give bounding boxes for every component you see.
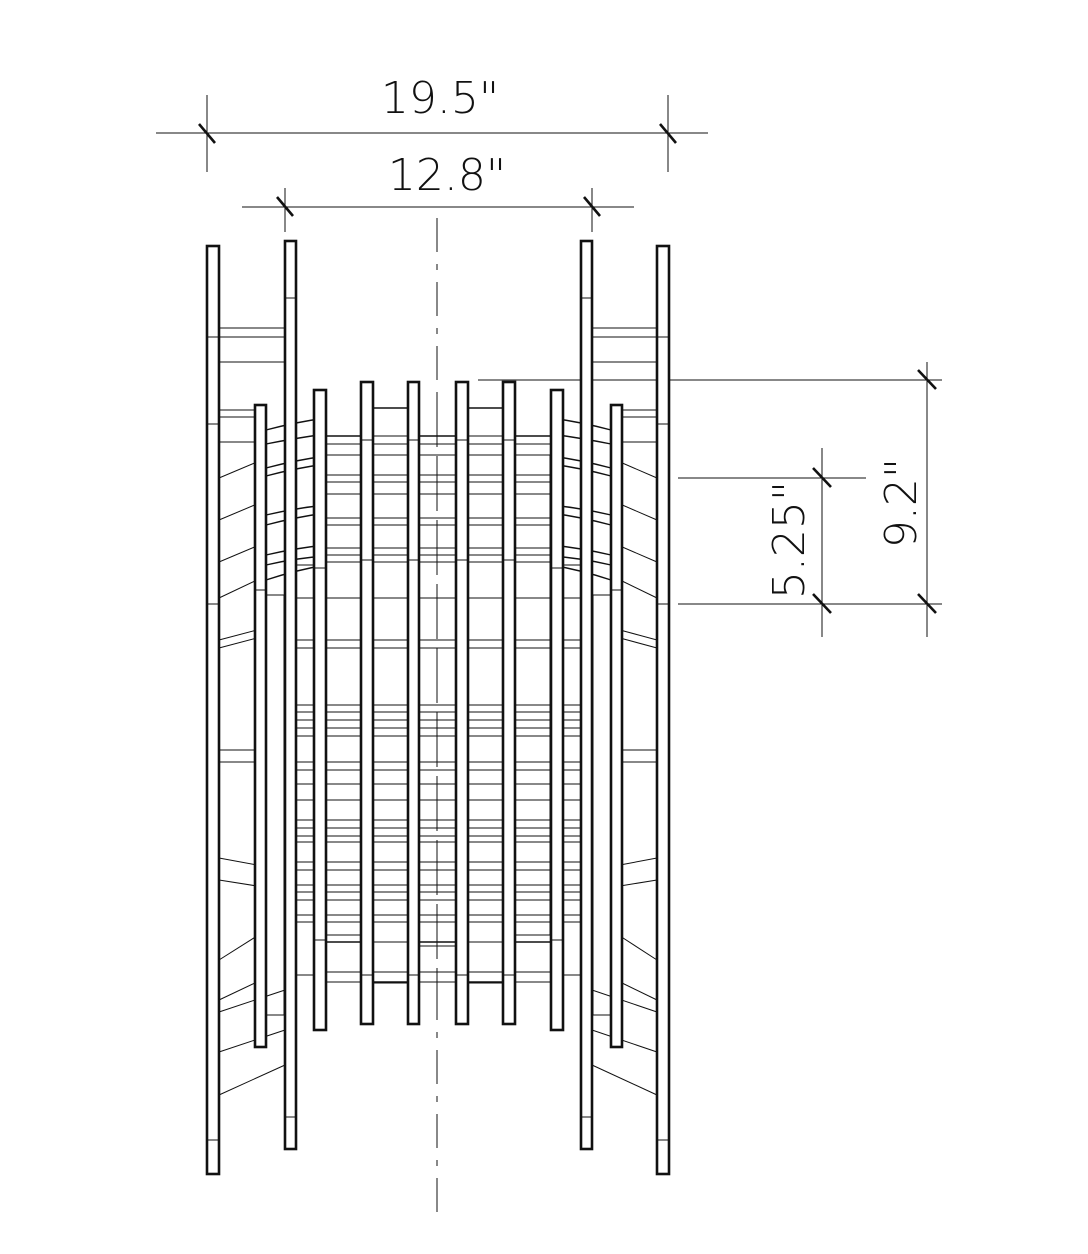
board-outer-right xyxy=(655,244,671,1176)
board-right-3 xyxy=(609,403,624,1049)
board-right-4 xyxy=(549,388,565,1032)
inner-cross-members xyxy=(296,435,581,983)
dimension-label-overall-width: 19.5" xyxy=(381,73,499,124)
board-right-2 xyxy=(579,239,594,1151)
dimension-label-module-height: 5.25" xyxy=(764,481,815,599)
board-center-2 xyxy=(406,380,421,1026)
dimension-panel-height: 9.2" xyxy=(478,362,942,637)
dimension-module-height: 5.25" xyxy=(678,448,866,637)
board-left-2 xyxy=(283,239,298,1151)
board-center-4 xyxy=(501,380,517,1026)
outer-cross-members xyxy=(218,327,658,1096)
board-left-4 xyxy=(312,388,328,1032)
dimension-label-inner-width: 12.8" xyxy=(388,150,506,201)
board-joints xyxy=(207,297,669,1141)
dimension-label-panel-height: 9.2" xyxy=(876,458,927,548)
board-left-3 xyxy=(253,403,268,1049)
vertical-boards xyxy=(205,239,671,1176)
dimension-inner-width: 12.8" xyxy=(242,150,634,232)
board-center-1 xyxy=(359,380,375,1026)
dimension-overall-width: 19.5" xyxy=(156,73,708,172)
board-outer-left xyxy=(205,244,221,1176)
board-center-3 xyxy=(454,380,470,1026)
panel-assembly xyxy=(205,239,671,1176)
